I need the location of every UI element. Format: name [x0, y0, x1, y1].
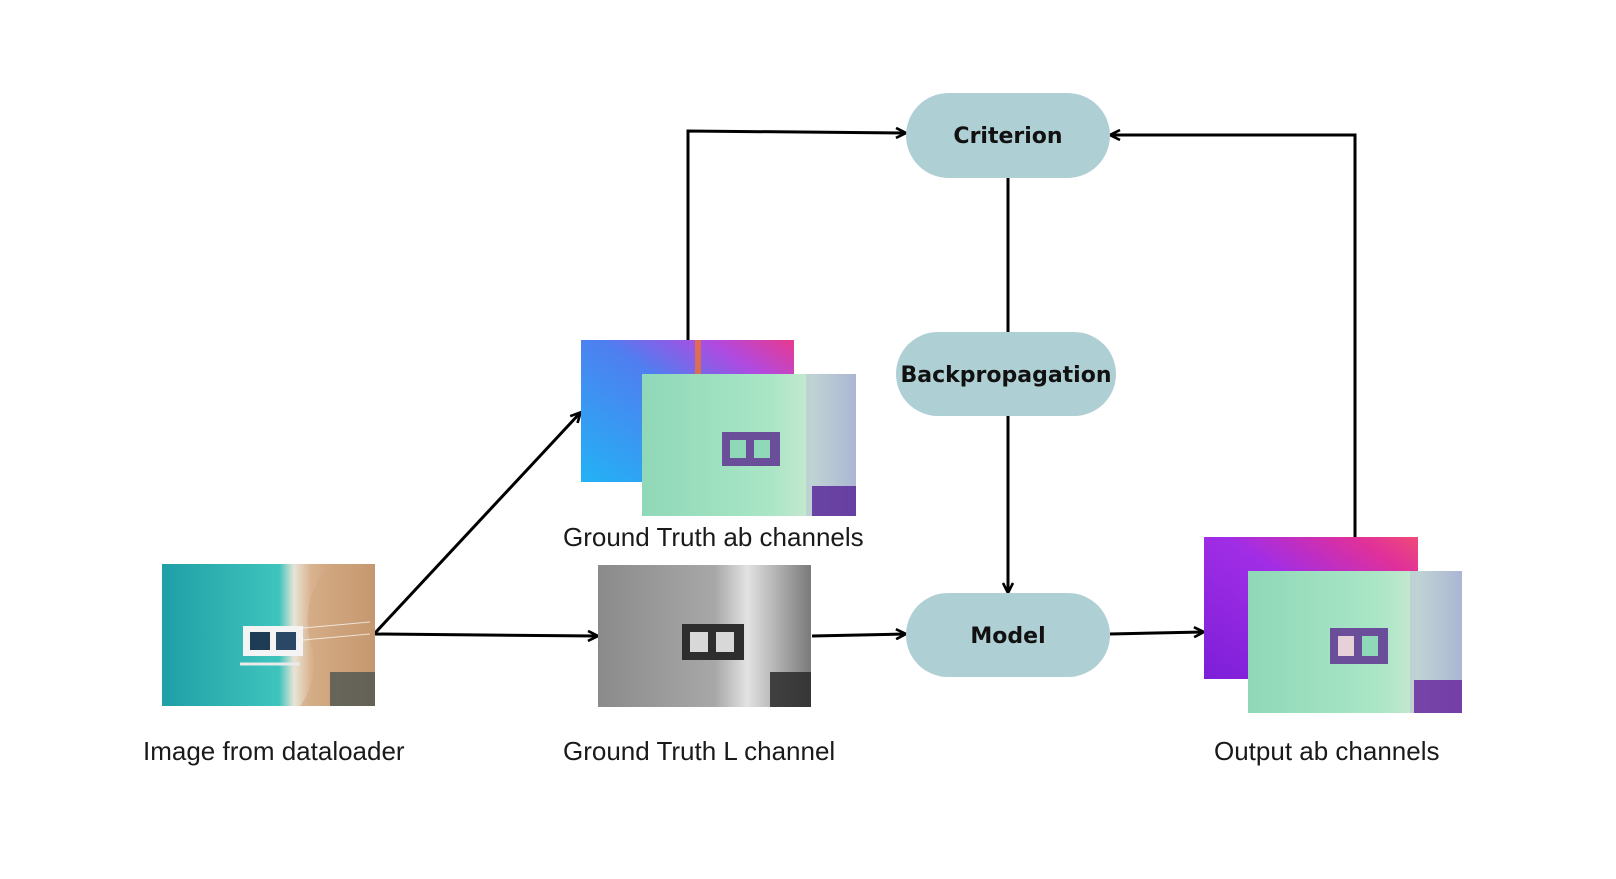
boat-icon — [722, 432, 780, 466]
arrow-gt-ab-to-criterion — [686, 131, 905, 340]
boat-icon — [682, 624, 744, 660]
backpropagation-node: Backpropagation — [896, 332, 1116, 416]
gt-ab-thumbnail-stack — [581, 340, 856, 516]
output-ab-thumbnail-stack — [1204, 537, 1462, 713]
backpropagation-label: Backpropagation — [900, 363, 1111, 388]
input-image-thumbnail — [162, 564, 375, 706]
arrow-input-to-gt-ab — [373, 413, 580, 635]
model-label: Model — [970, 624, 1045, 649]
criterion-label: Criterion — [953, 124, 1062, 149]
model-node: Model — [906, 593, 1110, 677]
arrow-model-to-output — [1109, 632, 1203, 634]
arrow-input-to-gt-l — [374, 634, 597, 636]
arrow-output-to-criterion — [1111, 135, 1357, 537]
arrow-gt-l-to-model — [811, 634, 905, 636]
gt-l-thumbnail — [598, 565, 811, 707]
caption-output-ab: Output ab channels — [1214, 736, 1440, 766]
boat-icon — [240, 626, 303, 666]
criterion-node: Criterion — [906, 93, 1110, 178]
caption-input-image: Image from dataloader — [143, 736, 405, 766]
caption-gt-l: Ground Truth L channel — [563, 736, 835, 766]
caption-gt-ab: Ground Truth ab channels — [563, 522, 864, 552]
boat-icon — [1330, 628, 1388, 664]
